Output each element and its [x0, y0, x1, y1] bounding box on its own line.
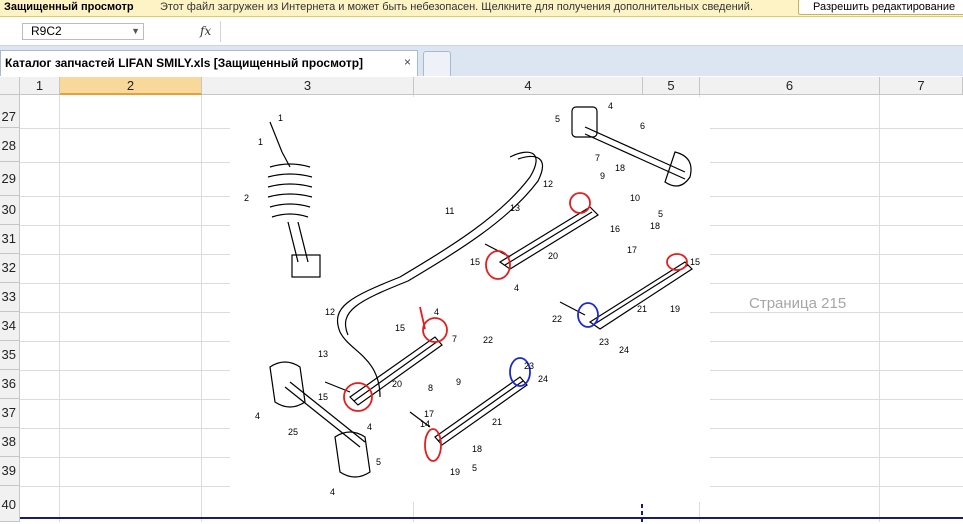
callout-label: 13 — [318, 349, 328, 359]
insert-function-icon[interactable]: fx — [200, 24, 212, 38]
callout-label: 4 — [330, 487, 335, 497]
row-header[interactable]: 37 — [0, 399, 20, 428]
protected-view-message[interactable]: Этот файл загружен из Интернета и может … — [160, 1, 753, 13]
callout-label: 17 — [627, 245, 637, 255]
row-header[interactable]: 32 — [0, 254, 20, 283]
page-number-watermark: Страница 215 — [749, 295, 847, 312]
callout-label: 5 — [376, 457, 381, 467]
callout-label: 5 — [658, 209, 663, 219]
callout-label: 15 — [318, 392, 328, 402]
callout-label: 23 — [599, 337, 609, 347]
callout-label: 9 — [600, 171, 605, 181]
callout-label: 22 — [552, 314, 562, 324]
row-header[interactable]: 34 — [0, 312, 20, 341]
name-box-value: R9C2 — [31, 24, 62, 38]
callout-label: 20 — [392, 379, 402, 389]
callout-label: 5 — [472, 463, 477, 473]
row-header[interactable]: 27 — [0, 95, 20, 128]
callout-label: 25 — [288, 427, 298, 437]
callout-label: 10 — [630, 193, 640, 203]
row-header[interactable]: 31 — [0, 225, 20, 254]
callout-label: 14 — [420, 419, 430, 429]
callout-label: 4 — [608, 101, 613, 111]
callout-label: 12 — [325, 307, 335, 317]
diagram-lines — [267, 106, 693, 478]
callout-label: 13 — [510, 203, 520, 213]
print-area-border — [20, 517, 963, 519]
close-icon[interactable]: × — [403, 55, 411, 69]
callout-label: 7 — [452, 334, 457, 344]
callout-label: 19 — [670, 304, 680, 314]
row-header[interactable]: 38 — [0, 428, 20, 457]
formula-bar: R9C2 ▼ fx — [0, 17, 963, 46]
callout-label: 4 — [514, 283, 519, 293]
column-header[interactable]: 6 — [700, 77, 880, 95]
column-header-selected[interactable]: 2 — [60, 77, 202, 95]
callout-label: 1 — [278, 113, 283, 123]
row-header[interactable]: 40 — [0, 486, 20, 522]
callout-label: 21 — [637, 304, 647, 314]
callout-label: 6 — [640, 121, 645, 131]
row-header[interactable]: 36 — [0, 370, 20, 399]
protected-view-title: Защищенный просмотр — [4, 1, 134, 13]
callout-label: 20 — [548, 251, 558, 261]
callout-label: 9 — [456, 377, 461, 387]
callout-label: 24 — [619, 345, 629, 355]
callout-label: 1 — [258, 137, 263, 147]
callout-label: 12 — [543, 179, 553, 189]
rear-suspension-diagram[interactable]: 1 1 2 5 4 6 11 12 13 7 18 9 10 16 17 18 … — [230, 97, 710, 502]
callout-label: 21 — [492, 417, 502, 427]
page-break-line — [641, 497, 643, 522]
chevron-down-icon[interactable]: ▼ — [131, 26, 140, 36]
grid-line — [59, 95, 60, 522]
column-header[interactable]: 1 — [20, 77, 60, 95]
formula-input[interactable] — [220, 21, 961, 42]
callout-label: 15 — [395, 323, 405, 333]
callout-label: 24 — [538, 374, 548, 384]
callout-label: 11 — [445, 206, 454, 216]
callout-label: 15 — [690, 257, 700, 267]
column-header[interactable]: 5 — [643, 77, 700, 95]
callout-label: 15 — [470, 257, 480, 267]
diagram-background — [230, 97, 710, 502]
row-header[interactable]: 28 — [0, 128, 20, 162]
callout-label: 18 — [650, 221, 660, 231]
column-header[interactable]: 7 — [880, 77, 963, 95]
row-header[interactable]: 30 — [0, 196, 20, 225]
select-all-corner[interactable] — [0, 77, 20, 95]
column-header[interactable]: 4 — [414, 77, 643, 95]
callout-label: 4 — [434, 307, 439, 317]
callout-label: 7 — [595, 153, 600, 163]
workbook-tab-title: Каталог запчастей LIFAN SMILY.xls [Защищ… — [5, 56, 364, 70]
callout-label: 22 — [483, 335, 493, 345]
callout-label: 4 — [255, 411, 260, 421]
callout-label: 23 — [524, 361, 534, 371]
workbook-tab[interactable]: Каталог запчастей LIFAN SMILY.xls [Защищ… — [0, 50, 418, 76]
enable-editing-button[interactable]: Разрешить редактирование — [798, 0, 963, 15]
callout-label: 4 — [367, 422, 372, 432]
row-header[interactable]: 39 — [0, 457, 20, 486]
grid-line — [201, 95, 202, 522]
row-header[interactable]: 35 — [0, 341, 20, 370]
callout-label: 18 — [472, 444, 482, 454]
callout-label: 17 — [424, 409, 434, 419]
column-header[interactable]: 3 — [202, 77, 414, 95]
grid-line — [879, 95, 880, 522]
protected-view-bar: Защищенный просмотр Этот файл загружен и… — [0, 0, 963, 17]
row-header[interactable]: 33 — [0, 283, 20, 312]
callout-label: 19 — [450, 467, 460, 477]
name-box[interactable]: R9C2 ▼ — [22, 23, 144, 40]
callout-label: 2 — [244, 193, 249, 203]
callout-label: 18 — [615, 163, 625, 173]
workbook-tab-strip: Каталог запчастей LIFAN SMILY.xls [Защищ… — [0, 46, 963, 76]
new-tab-button[interactable] — [423, 51, 451, 76]
callout-label: 8 — [428, 383, 433, 393]
row-header[interactable]: 29 — [0, 162, 20, 196]
callout-label: 16 — [610, 224, 620, 234]
callout-label: 5 — [555, 114, 560, 124]
